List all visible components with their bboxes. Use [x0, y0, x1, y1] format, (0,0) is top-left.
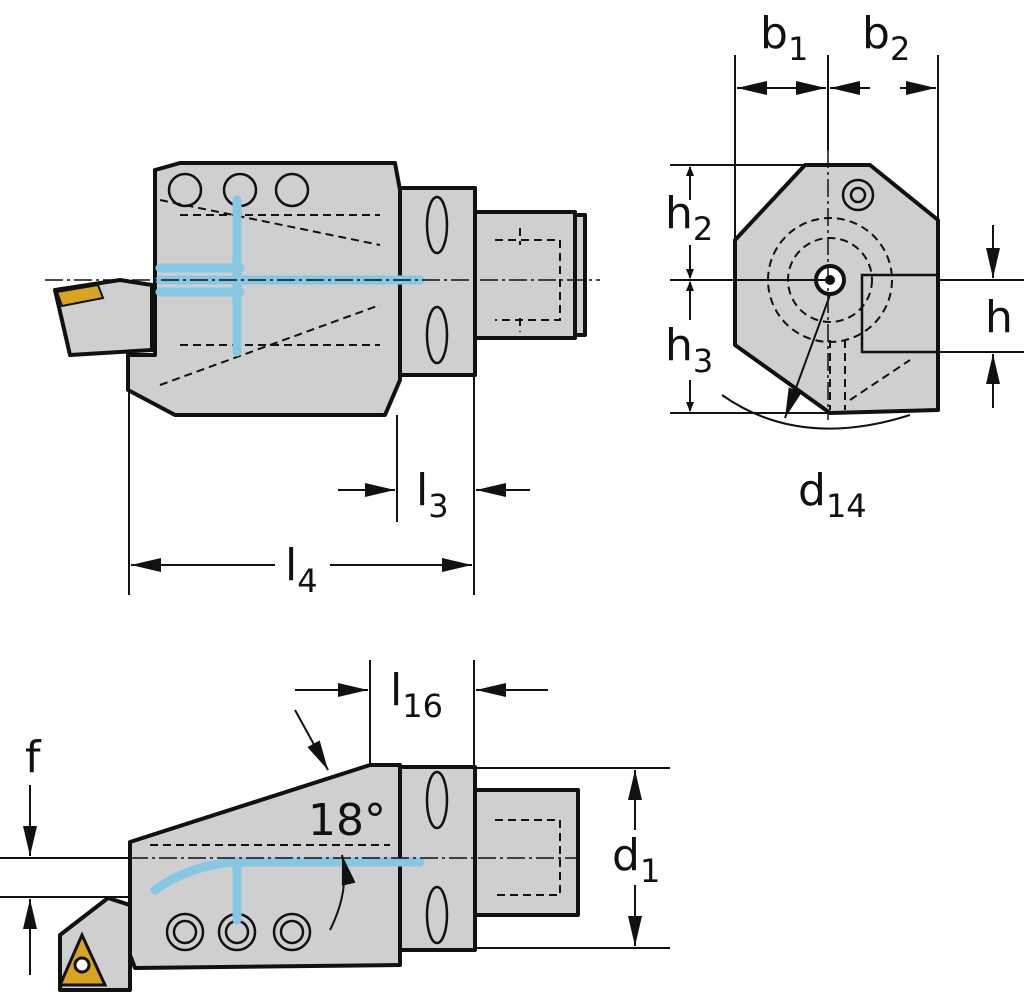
label-f: f: [25, 732, 42, 783]
label-d1: d1: [612, 830, 660, 890]
holder-body: [126, 161, 402, 417]
label-b1: b1: [760, 8, 808, 68]
end-view: b1 b2 h2 h3 h d14: [665, 8, 1024, 525]
label-h2: h2: [665, 188, 713, 248]
side-view: l3 l4: [45, 161, 600, 600]
label-l4: l4: [285, 540, 318, 600]
label-angle: 18°: [308, 795, 386, 846]
label-h: h: [985, 292, 1013, 343]
label-d14: d14: [798, 465, 867, 525]
top-view: l16 18° d1 f: [0, 660, 670, 992]
label-l3: l3: [416, 465, 449, 525]
label-l16: l16: [390, 665, 443, 725]
insert: [55, 283, 105, 308]
label-h3: h3: [665, 320, 713, 380]
shank: [473, 210, 577, 340]
shank-top: [473, 788, 580, 917]
label-b2: b2: [862, 8, 910, 68]
